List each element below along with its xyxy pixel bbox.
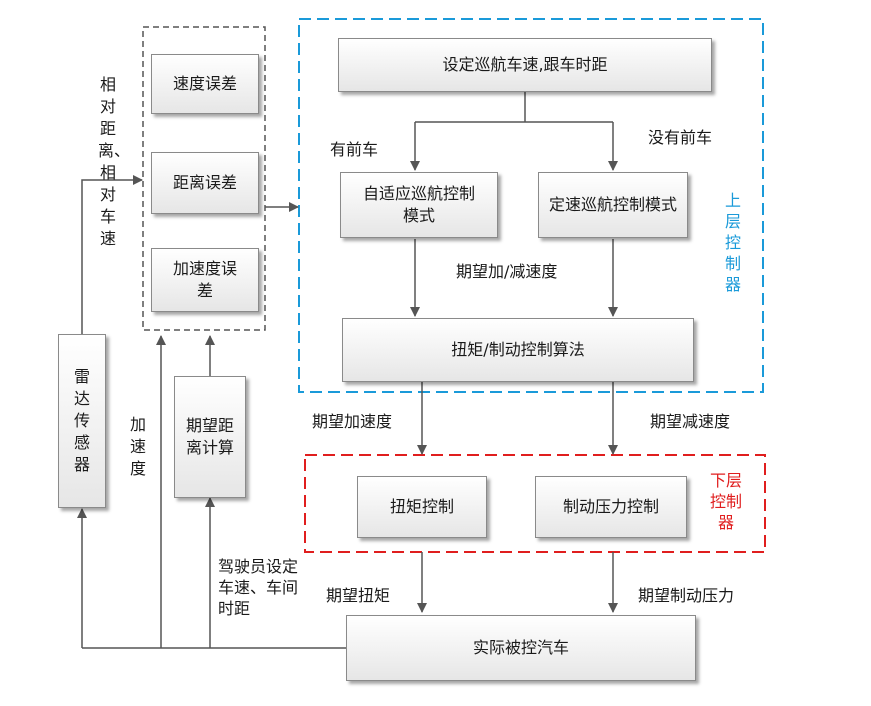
label-desired-accel: 期望加速度 (312, 412, 393, 431)
label-has-front-car: 有前车 (330, 140, 379, 159)
label-acceleration: 加速度 (129, 415, 146, 478)
controlled-vehicle-box: 实际被控汽车 (346, 615, 696, 681)
label-no-front-car: 没有前车 (648, 128, 713, 147)
label-desired-brake-pressure: 期望制动压力 (638, 586, 735, 605)
speed-error-box: 速度误差 (151, 54, 259, 114)
wire-radar-to-errors (81, 175, 143, 334)
label-driver-set: 驾驶员设定车速、车间时距 (218, 557, 299, 618)
label-desired-torque: 期望扭矩 (326, 586, 391, 605)
lower-controller-frame (304, 454, 766, 553)
distance-error-box: 距离误差 (151, 152, 259, 214)
upper-controller-title: 上层控制器 (724, 191, 741, 294)
accel-error-box: 加速度误差 (151, 248, 259, 312)
torque-control-box: 扭矩控制 (357, 476, 487, 538)
upper-controller-frame (298, 18, 764, 393)
torque-brake-algorithm-box: 扭矩/制动控制算法 (342, 318, 694, 382)
error-group-frame (142, 26, 266, 331)
cc-mode-box: 定速巡航控制模式 (538, 172, 688, 238)
label-desired-accel-decel: 期望加/减速度 (456, 262, 558, 281)
label-desired-decel: 期望减速度 (650, 412, 731, 431)
distance-calc-box: 期望距离计算 (174, 376, 246, 498)
label-relative-distance-speed: 相对距离、相对车速 (98, 75, 131, 248)
brake-pressure-control-box: 制动压力控制 (535, 476, 687, 538)
set-speed-headway-box: 设定巡航车速,跟车时距 (338, 38, 712, 92)
acc-mode-box: 自适应巡航控制模式 (340, 172, 498, 238)
lower-controller-title: 下层控制器 (709, 471, 742, 532)
radar-sensor-box: 雷达传感器 (58, 334, 106, 508)
